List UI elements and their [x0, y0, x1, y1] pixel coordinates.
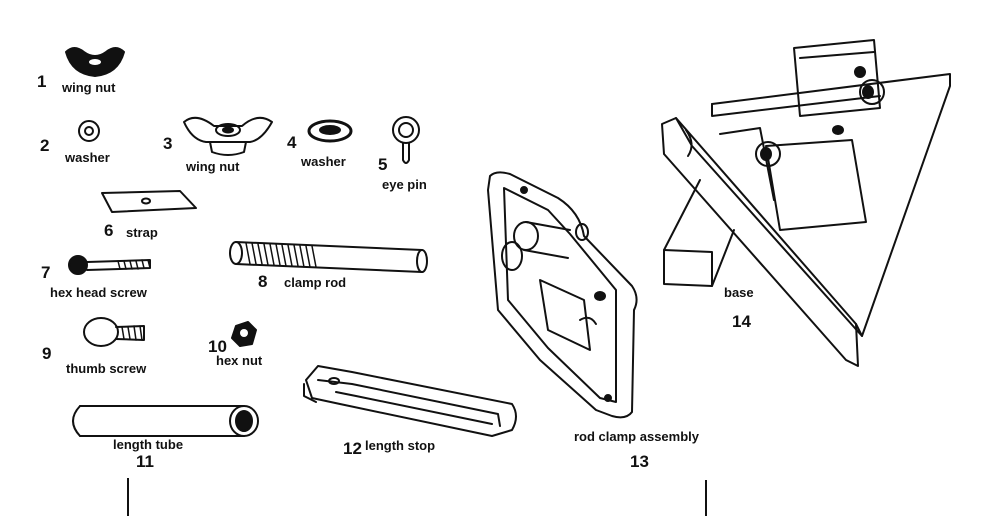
part-10-number: 10 [208, 337, 227, 356]
part-7-number: 7 [41, 263, 51, 282]
part-7-label: hex head screw [50, 285, 147, 300]
part-13-number: 13 [630, 452, 649, 471]
part-2-number: 2 [40, 136, 50, 155]
thumb-screw-drawing [83, 317, 145, 347]
part-5-label: eye pin [382, 177, 427, 192]
part-4-label: washer [301, 154, 346, 169]
part-14-label: base [724, 285, 754, 300]
edge-marks [127, 478, 707, 516]
part-3-label: wing nut [186, 159, 240, 174]
part-6-label: strap [126, 225, 158, 240]
part-1-number: 1 [37, 72, 47, 91]
part-11-label: length tube [113, 437, 184, 452]
wing-nut-1-drawing [65, 47, 125, 77]
part-11-number: 11 [136, 452, 154, 471]
wing-nut-3-drawing [183, 116, 273, 156]
part-12-label: length stop [365, 438, 436, 453]
part-2-label: washer [65, 150, 110, 165]
hex-head-screw-drawing [68, 255, 151, 275]
length-tube-drawing [72, 405, 259, 437]
part-1-label: wing nut [62, 80, 116, 95]
part-3-number: 3 [163, 134, 173, 153]
strap-drawing [101, 190, 197, 213]
rod-clamp-assembly-drawing [487, 171, 638, 419]
part-10-label: hex nut [216, 353, 263, 368]
part-8-number: 8 [258, 272, 268, 291]
part-14-number: 14 [732, 312, 751, 331]
hex-nut-drawing [231, 321, 257, 347]
washer-2-drawing [78, 120, 100, 142]
part-12-number: 12 [343, 439, 362, 458]
part-13-label: rod clamp assembly [574, 429, 699, 444]
part-5-number: 5 [378, 155, 388, 174]
part-9-number: 9 [42, 344, 52, 363]
eye-pin-drawing [392, 116, 420, 164]
clamp-rod-drawing [229, 241, 428, 273]
part-9-label: thumb screw [66, 361, 147, 376]
length-stop-drawing [303, 365, 517, 437]
part-8-label: clamp rod [284, 275, 347, 290]
part-4-number: 4 [287, 133, 297, 152]
washer-4-drawing [307, 119, 353, 143]
part-6-number: 6 [104, 221, 114, 240]
base-drawing [661, 39, 951, 367]
